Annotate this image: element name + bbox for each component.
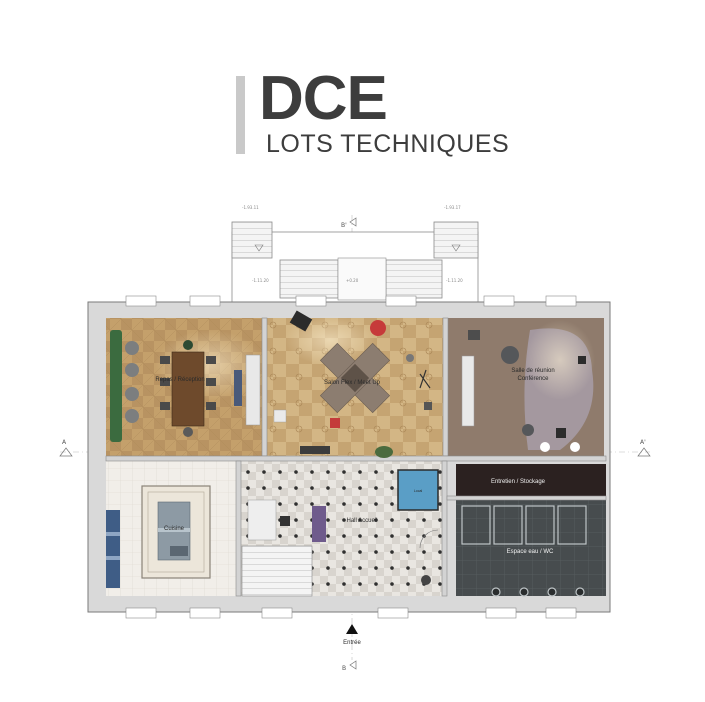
marker-a-right: A' [640,439,646,446]
windows [125,295,577,619]
page-subtitle: LOTS TECHNIQUES [266,130,510,158]
label-cuisine: Cuisine [164,526,185,532]
label-local: Local [414,489,423,493]
marker-b-top: B' [341,222,347,229]
level-top-left: -1.93.11 [242,205,259,210]
marker-b-bottom: B [342,665,346,672]
reunion-furniture [461,330,586,452]
interior-walls [105,317,607,597]
entrance-arrow-icon [346,624,358,634]
section-marker-b-top-icon [349,217,357,227]
page-title: DCE [259,64,388,133]
label-entretien: Entretien / Stockage [491,479,546,485]
level-stair-left: -1.11.20 [252,278,269,283]
label-salon: Salon Flex / Meet Up [324,380,381,386]
hall-furniture [241,499,439,597]
section-marker-a-right-icon [637,447,651,457]
room-entretien [456,464,606,496]
reception-furniture [110,330,242,442]
title-accent-bar [236,76,245,154]
room-local [397,469,439,511]
label-hall: Hall Accueil [346,518,377,524]
level-stair-mid: +0.20 [346,278,359,283]
section-marker-a-left-icon [59,447,73,457]
marker-a-left: A [62,439,67,446]
level-stair-right: -1.11.20 [446,278,463,283]
label-entrance: Entrée [343,640,361,646]
room-espace-eau [456,500,606,596]
exterior-terrace [231,221,479,305]
level-top-right: -1.93.17 [444,205,461,210]
label-reunion-2: Conférence [517,376,549,382]
cuisine-furniture [106,485,211,588]
section-marker-b-bottom-icon [349,660,357,670]
label-reunion-1: Salle de réunion [511,368,554,374]
wc-partitions [461,505,587,597]
label-reception: Repas / Réception [155,377,204,383]
label-espace-eau: Espace eau / WC [507,549,554,555]
salon-furniture [245,310,432,458]
